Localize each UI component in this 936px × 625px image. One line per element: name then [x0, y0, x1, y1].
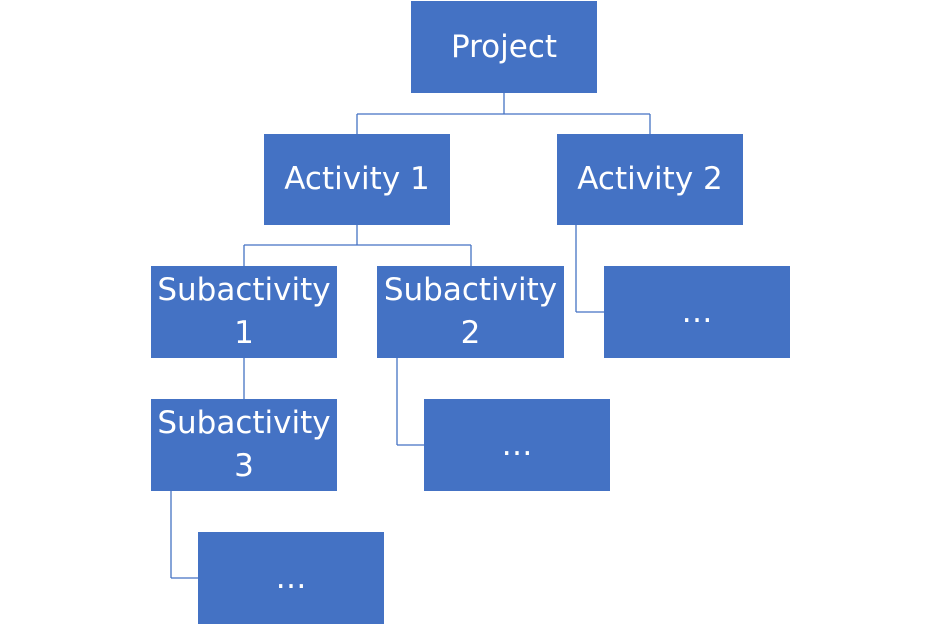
node-subactivity-2: Subactivity 2: [377, 266, 564, 358]
node-subactivity-2-label: Subactivity 2: [383, 272, 558, 351]
node-subactivity-3: Subactivity 3: [151, 399, 337, 491]
node-subactivity-1: Subactivity 1: [151, 266, 337, 358]
node-activity-2-child-label: …: [681, 293, 713, 330]
node-subactivity-3-child: …: [198, 532, 384, 624]
node-subactivity-3-child-label: …: [275, 559, 307, 596]
node-activity-1: Activity 1: [264, 134, 450, 225]
node-subactivity-2-child: …: [424, 399, 610, 491]
node-subactivity-2-child-label: …: [501, 426, 533, 463]
node-subactivity-3-label: Subactivity 3: [157, 405, 331, 484]
node-project: Project: [411, 1, 597, 93]
node-activity-2-child: …: [604, 266, 790, 358]
node-activity-1-label: Activity 1: [284, 161, 430, 197]
node-activity-2: Activity 2: [557, 134, 743, 225]
node-project-label: Project: [450, 28, 558, 65]
node-activity-2-label: Activity 2: [577, 161, 723, 197]
node-subactivity-1-label: Subactivity 1: [157, 272, 331, 351]
